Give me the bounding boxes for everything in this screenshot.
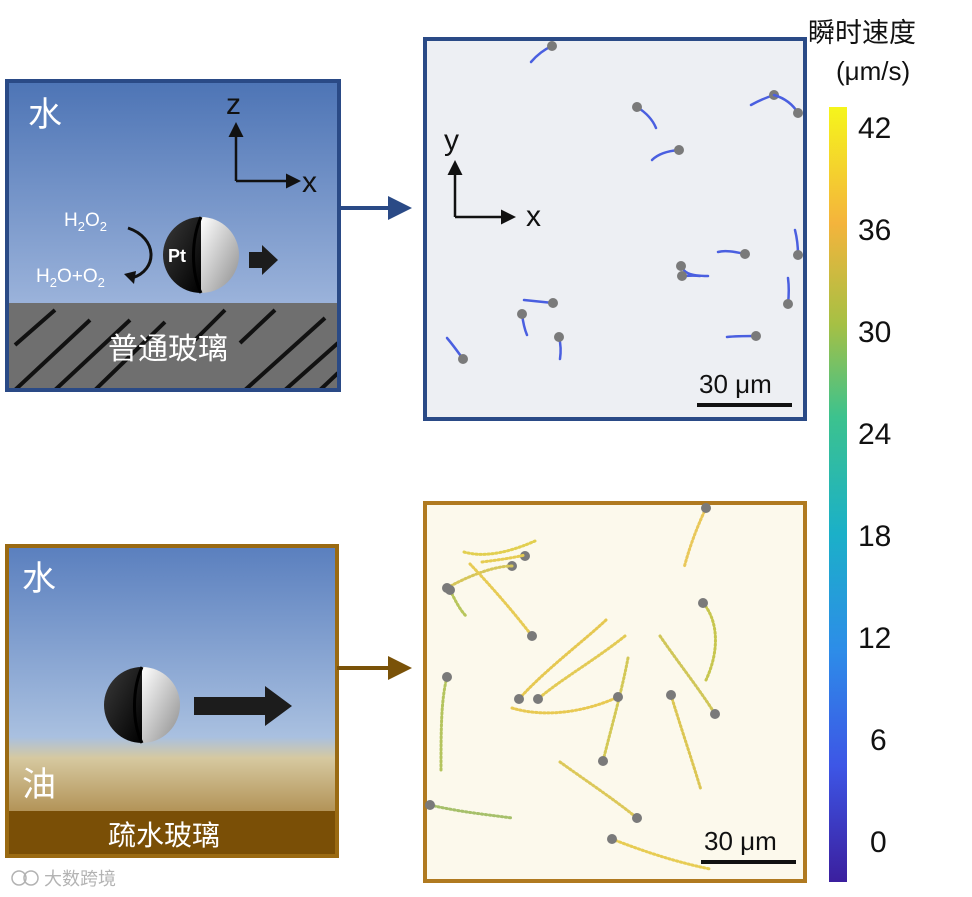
hydrophobic-glass [7,811,337,856]
trajectory-path [462,539,537,556]
colorbar: 瞬时速度 (μm/s) 42 36 30 24 18 12 6 0 [808,18,916,882]
top-schematic-frame [5,79,341,392]
particle-dot [783,299,793,309]
trajectory-path [428,803,514,820]
top-schematic: 水 普通玻璃 z x H2O2 H2O+O2 Pt [5,79,341,392]
particle-dot [701,503,711,513]
motion-arrow [249,245,278,275]
trajectory-path [610,837,712,871]
particle-dot [677,271,687,281]
reaction-arrow [127,226,153,280]
trajectory-path [701,601,717,682]
colorbar-tick-label: 42 [858,112,891,145]
particle-dot [445,585,455,595]
particle-dot [520,551,530,561]
top-trajectories [445,41,803,364]
particle-dot [548,298,558,308]
particle-dot [533,694,543,704]
axis-label-z: z [226,88,241,121]
axis-label-x-traj: x [526,200,541,233]
xy-axes: y x [444,124,541,233]
particle-dot [598,756,608,766]
trajectory-path [439,675,449,772]
axis-label-x: x [302,166,317,199]
trajectory-path [468,562,534,638]
janus-particle-bottom [104,666,180,744]
colorbar-tick-label: 30 [858,316,891,349]
colorbar-title: 瞬时速度 [808,18,916,49]
bottom-connector-arrow [337,656,412,680]
trajectory-path [445,564,514,590]
trajectory-path [601,656,630,763]
product-label: H2O+O2 [36,266,105,290]
bottom-trajectory-panel: 30 μm [423,501,807,883]
particle-dot [676,261,686,271]
top-trajectory-panel: y x 30 μm [423,37,807,421]
bottom-trajectory-frame [423,501,807,883]
trajectory-path [669,693,703,792]
colorbar-tick-label: 0 [870,826,887,859]
reactant-label: H2O2 [64,210,107,234]
particle-dot [793,250,803,260]
trajectory-path [658,634,717,716]
particle-dot [425,800,435,810]
colorbar-tick-label: 24 [858,418,891,451]
fast-motion-arrow [194,686,292,726]
top-scalebar-label: 30 μm [699,369,772,399]
trajectory-path [480,553,527,564]
particle-dot [751,331,761,341]
particle-dot [554,332,564,342]
colorbar-tick-label: 12 [858,622,891,655]
trajectory-path [536,634,627,701]
particle-dot [674,145,684,155]
watermark: 大数跨境 [11,869,116,890]
particle-dot [698,598,708,608]
colorbar-ticks: 42 36 30 24 18 12 6 0 [858,112,891,859]
particle-dot [442,672,452,682]
colorbar-unit: (μm/s) [836,56,910,86]
top-trajectory-frame [423,37,807,421]
hydrophobic-substrate-label: 疏水玻璃 [108,819,220,852]
colorbar-tick-label: 36 [858,214,891,247]
pt-label: Pt [168,246,186,266]
trajectory-path [558,760,639,820]
particle-dot [632,102,642,112]
water-label-bottom: 水 [22,559,56,599]
oil-label: 油 [22,765,56,805]
particle-dot [527,631,537,641]
particle-dot [547,41,557,51]
particle-dot [514,694,524,704]
particle-dot [517,309,527,319]
particle-dot [666,690,676,700]
janus-particle: Pt [163,216,239,294]
trajectory-path [510,695,620,715]
bottom-schematic: 水 油 疏水玻璃 [5,544,339,858]
zx-axes: z x [226,88,317,199]
particle-dot [632,813,642,823]
reaction-scheme: H2O2 H2O+O2 [36,210,153,290]
trajectory-path [682,506,708,570]
bottom-schematic-frame [5,544,339,858]
particle-dot [458,354,468,364]
bottom-scalebar-label: 30 μm [704,826,777,856]
watermark-text: 大数跨境 [44,869,116,890]
particle-dot [607,834,617,844]
substrate-label: 普通玻璃 [108,332,228,367]
colorbar-gradient [829,107,847,882]
colorbar-tick-label: 18 [858,520,891,553]
axis-label-y: y [444,124,459,157]
particle-dot [793,108,803,118]
particle-dot [613,692,623,702]
top-connector-arrow [339,196,412,220]
colorbar-tick-label: 6 [870,724,887,757]
water-label: 水 [28,95,62,135]
particle-dot [710,709,720,719]
water-oil-layer [7,546,337,811]
substrate-hatching [13,308,340,392]
bottom-trajectories [425,503,720,871]
watermark-icon [11,870,27,886]
trajectory-path [517,618,608,701]
particle-dot [740,249,750,259]
